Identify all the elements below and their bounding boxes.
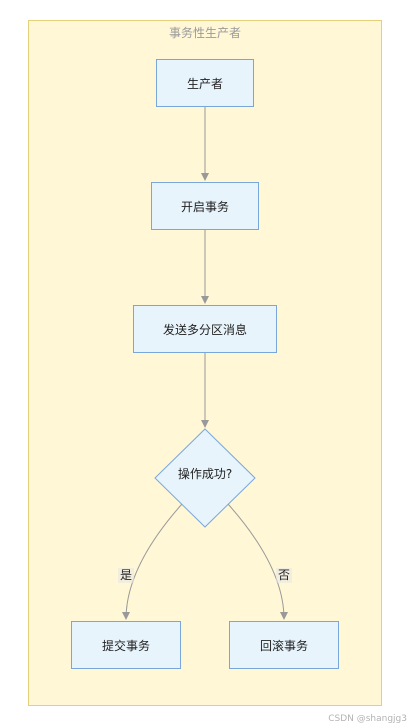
edge-label-no: 否 (276, 568, 293, 583)
watermark: CSDN @shangjg3 (328, 714, 407, 724)
edge-decision-to-commit (122, 503, 183, 620)
node-commit-transaction: 提交事务 (71, 621, 181, 669)
decision-label: 操作成功? (177, 467, 233, 481)
decision-diamond (154, 428, 256, 528)
node-producer: 生产者 (156, 59, 254, 107)
node-send-messages: 发送多分区消息 (133, 305, 277, 353)
edge-decision-to-rollback (227, 503, 288, 620)
cluster-title: 事务性生产者 (168, 26, 241, 40)
node-begin-transaction: 开启事务 (151, 182, 259, 230)
edge-label-yes: 是 (118, 568, 135, 583)
node-rollback-transaction: 回滚事务 (229, 621, 339, 669)
